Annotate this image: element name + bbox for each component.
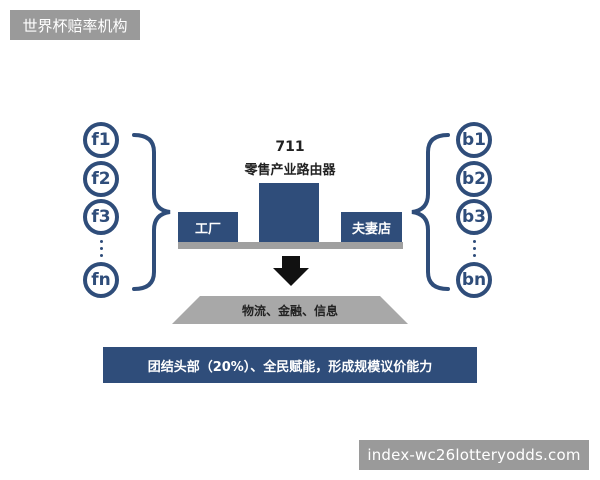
left-node-fn: fn [83, 262, 119, 298]
bottom-banner: 团结头部（20%）、全民赋能，形成规模议价能力 [103, 347, 477, 383]
down-arrow-icon [273, 256, 309, 286]
left-node-f1: f1 [83, 122, 119, 158]
right-node-b3: b3 [456, 199, 492, 235]
center-name: 零售产业路由器 [244, 163, 336, 178]
right-block-store: 夫妻店 [341, 212, 402, 242]
left-node-f2: f2 [83, 161, 119, 197]
center-block [259, 183, 319, 242]
right-node-bn: bn [456, 262, 492, 298]
base-bar [178, 242, 403, 249]
left-ellipsis [100, 240, 104, 261]
trapezoid-shape [172, 296, 408, 324]
right-node-b1: b1 [456, 122, 492, 158]
left-block-factory: 工厂 [178, 212, 238, 242]
trapezoid-label: 物流、金融、信息 [241, 304, 338, 318]
right-curly-brace-icon [411, 133, 450, 291]
right-ellipsis [473, 240, 477, 261]
center-number: 711 [275, 139, 305, 155]
left-curly-brace-icon [132, 133, 171, 291]
right-node-b2: b2 [456, 161, 492, 197]
watermark-top: 世界杯赔率机构 [10, 10, 140, 40]
left-node-f3: f3 [83, 199, 119, 235]
watermark-bottom: index-wc26lotteryodds.com [359, 440, 589, 470]
